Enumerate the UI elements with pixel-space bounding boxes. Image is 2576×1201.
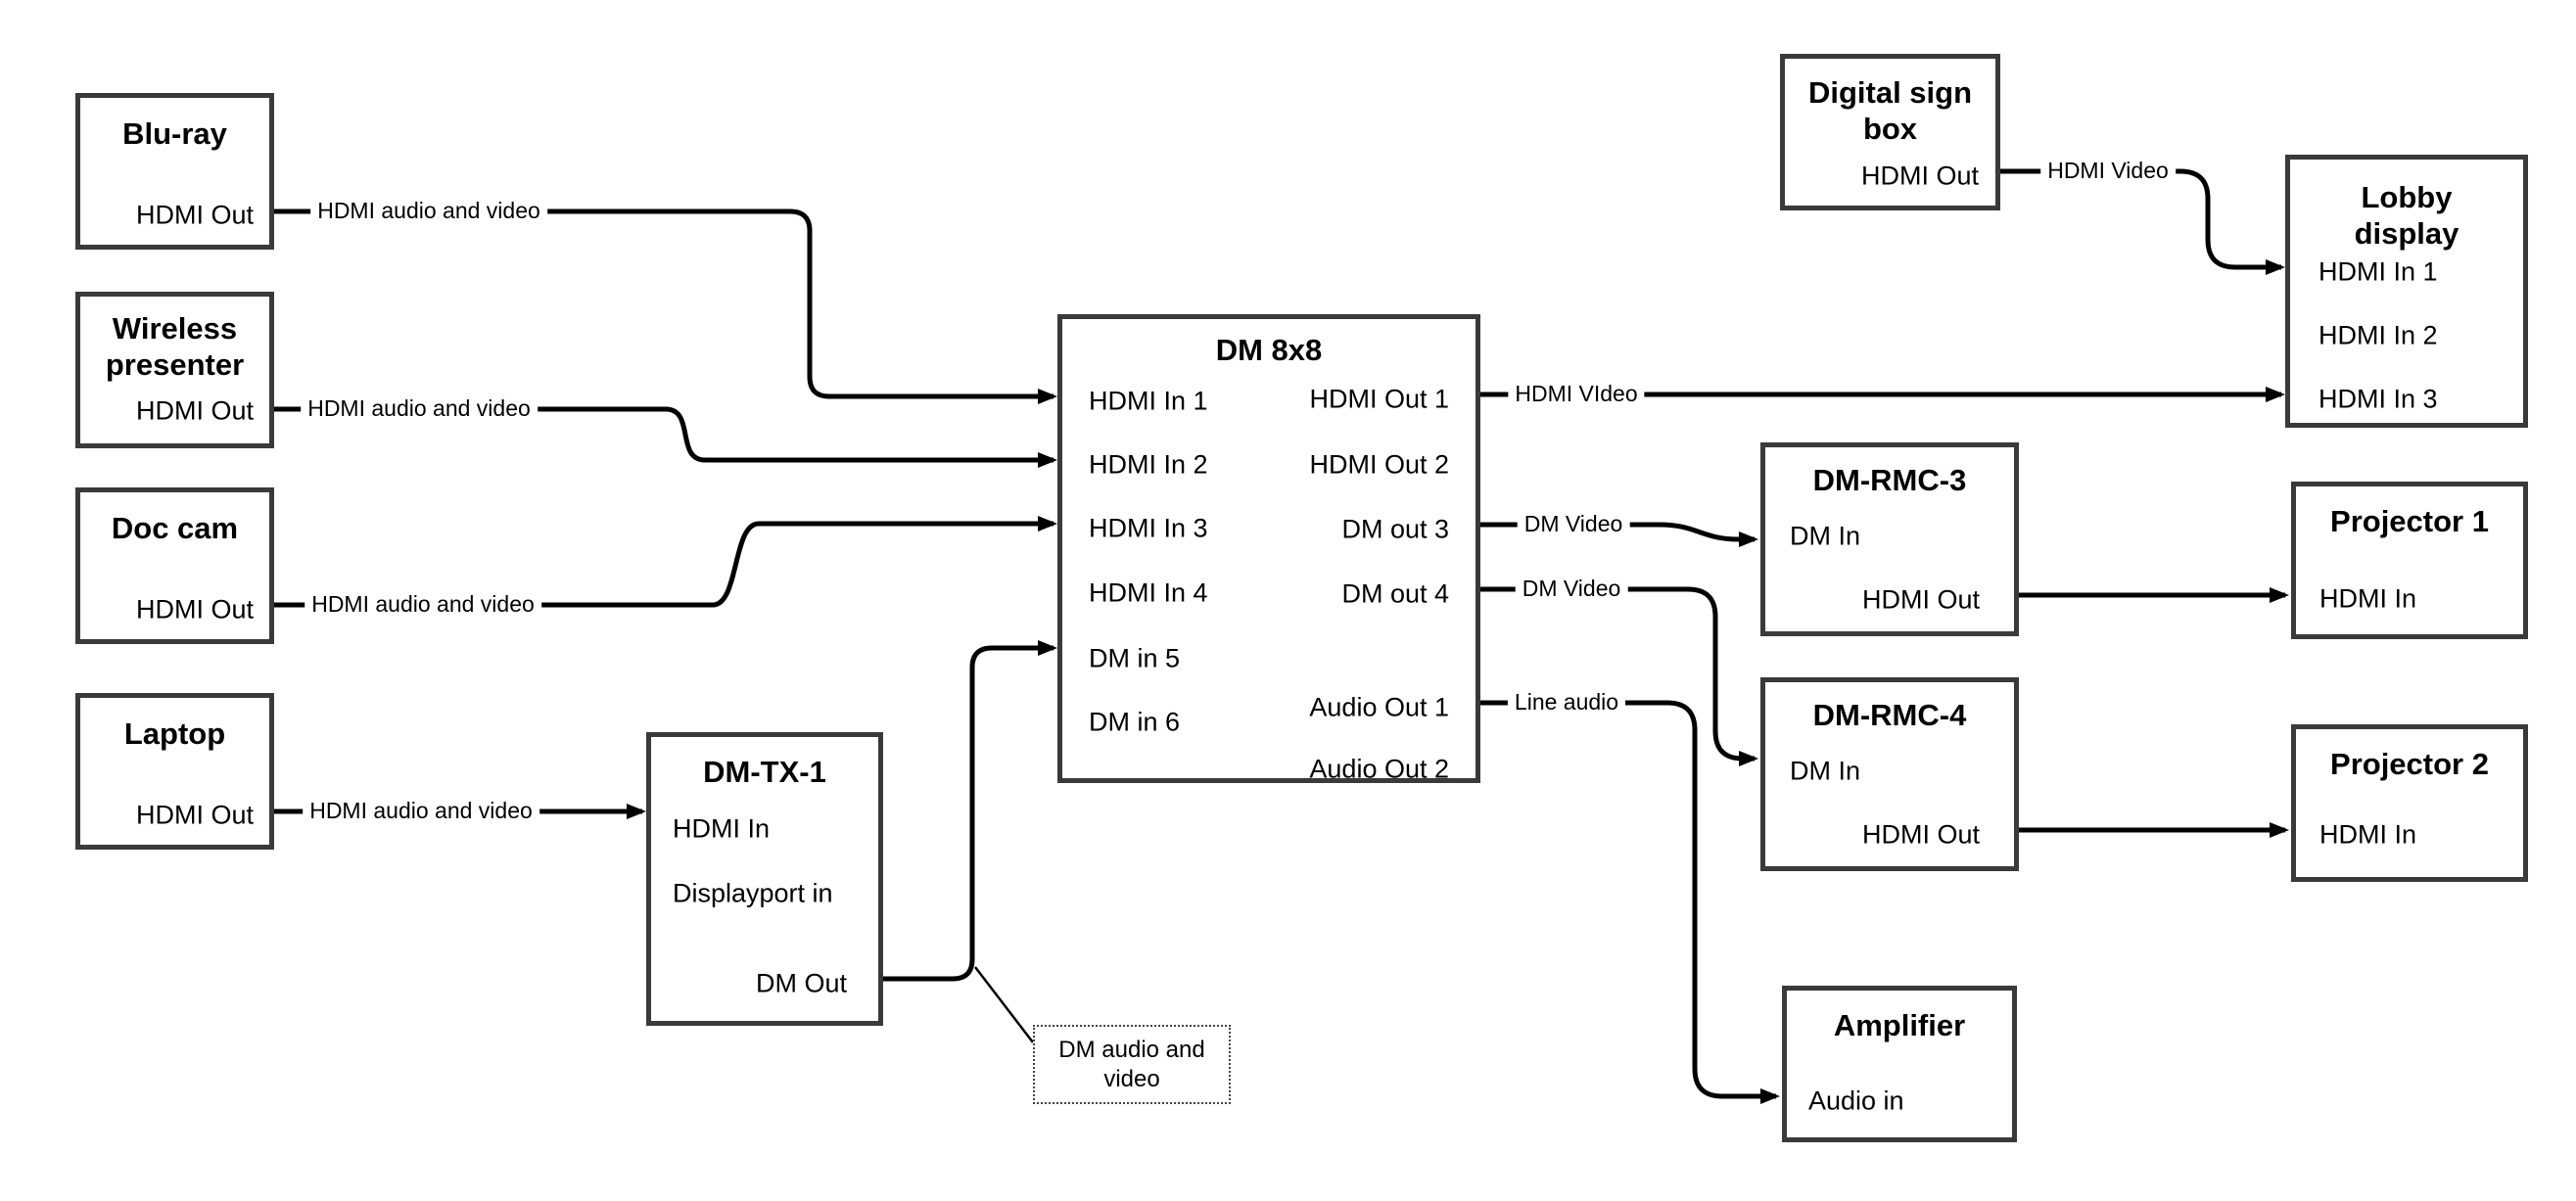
note-dm-audio-video: DM audio and video — [1033, 1025, 1231, 1104]
port-hdmi-out: HDMI Out — [1861, 584, 1980, 615]
port-hdmi-in-2: HDMI In 2 — [1089, 449, 1208, 480]
port-hdmi-in-1: HDMI In 1 — [1089, 386, 1208, 416]
wire-label-dm-video-out4: DM Video — [1515, 574, 1628, 605]
node-dm-8x8: DM 8x8 HDMI In 1 HDMI In 2 HDMI In 3 HDM… — [1057, 314, 1480, 783]
port-hdmi-out: HDMI Out — [135, 594, 254, 624]
port-dm-in: DM In — [1790, 756, 1861, 786]
port-hdmi-in: HDMI In — [2319, 583, 2417, 614]
node-dm-rmc-4: DM-RMC-4 DM In HDMI Out — [1760, 677, 2019, 871]
node-title: Wireless presenter — [105, 311, 245, 382]
wire-digisign-to-lobby-in1 — [2000, 168, 2285, 275]
node-projector-2: Projector 2 HDMI In — [2291, 724, 2528, 882]
port-hdmi-out-1: HDMI Out 1 — [1309, 384, 1449, 414]
wire-dm8x8-audio1-to-amplifier — [1480, 700, 1780, 1104]
wire-label-dm-video-out3: DM Video — [1517, 509, 1630, 540]
port-dm-out-3: DM out 3 — [1341, 514, 1449, 544]
note-callout-line — [974, 966, 1034, 1043]
wire-label-wireless-feed: HDMI audio and video — [301, 393, 538, 425]
node-amplifier: Amplifier Audio in — [1782, 986, 2017, 1142]
node-title: Laptop — [123, 716, 226, 751]
node-title: Projector 1 — [2330, 504, 2489, 538]
wire-dm8x8-out4-to-dmrmc4 — [1480, 586, 1758, 766]
wire-label-laptop-feed: HDMI audio and video — [303, 796, 539, 827]
port-hdmi-in-3: HDMI In 3 — [2318, 384, 2438, 414]
node-title: DM-RMC-4 — [1812, 698, 1967, 732]
node-title: DM-RMC-3 — [1812, 463, 1967, 497]
node-lobby-display: Lobby display HDMI In 1 HDMI In 2 HDMI I… — [2285, 155, 2528, 428]
port-audio-in: Audio in — [1808, 1086, 1904, 1116]
node-title: DM-TX-1 — [703, 755, 826, 789]
port-hdmi-in-4: HDMI In 4 — [1089, 577, 1208, 608]
node-projector-1: Projector 1 HDMI In — [2291, 482, 2528, 639]
wire-wireless-to-dm8x8-in2 — [274, 406, 1057, 468]
port-dm-out: DM Out — [755, 968, 847, 998]
port-hdmi-in-3: HDMI In 3 — [1089, 513, 1208, 543]
port-dm-out-4: DM out 4 — [1341, 578, 1449, 609]
port-displayport-in: Displayport in — [673, 878, 833, 908]
wire-dmtx1-dmout-to-dm8x8-in5 — [883, 640, 1057, 982]
node-title: Amplifier — [1833, 1008, 1966, 1042]
node-wireless-presenter: Wireless presenter HDMI Out — [75, 292, 274, 448]
wire-label-doccam-feed: HDMI audio and video — [304, 589, 541, 621]
port-dm-in-6: DM in 6 — [1089, 707, 1181, 737]
node-digital-sign-box: Digital sign box HDMI Out — [1780, 54, 2000, 210]
node-dm-tx-1: DM-TX-1 HDMI In Displayport in DM Out — [646, 732, 883, 1026]
node-title: DM 8x8 — [1215, 333, 1323, 367]
port-audio-out-2: Audio Out 2 — [1309, 754, 1449, 784]
wire-dm8x8-out3-to-dmrmc3 — [1480, 522, 1758, 547]
node-title: Projector 2 — [2330, 747, 2489, 781]
port-hdmi-out: HDMI Out — [135, 200, 254, 230]
node-title: Digital sign box — [1807, 75, 1973, 146]
port-hdmi-out: HDMI Out — [1861, 819, 1980, 850]
port-hdmi-in: HDMI In — [2319, 819, 2417, 850]
port-hdmi-out: HDMI Out — [1860, 161, 1979, 191]
wire-label-bluray-feed: HDMI audio and video — [310, 196, 547, 227]
node-laptop: Laptop HDMI Out — [75, 693, 274, 850]
port-audio-out-1: Audio Out 1 — [1309, 692, 1449, 722]
port-hdmi-out-2: HDMI Out 2 — [1309, 449, 1449, 480]
wire-label-digisign-feed: HDMI Video — [2040, 156, 2176, 187]
node-doc-cam: Doc cam HDMI Out — [75, 487, 274, 644]
port-hdmi-out: HDMI Out — [135, 800, 254, 830]
port-dm-in: DM In — [1790, 521, 1861, 551]
node-title: Lobby display — [2354, 180, 2459, 251]
node-dm-rmc-3: DM-RMC-3 DM In HDMI Out — [1760, 442, 2019, 636]
port-hdmi-out: HDMI Out — [135, 395, 254, 426]
port-hdmi-in-2: HDMI In 2 — [2318, 320, 2438, 350]
port-dm-in-5: DM in 5 — [1089, 643, 1181, 673]
wire-label-hdmi-video-out1: HDMI VIdeo — [1508, 379, 1645, 410]
node-title: Blu-ray — [122, 116, 227, 151]
wire-bluray-to-dm8x8-in1 — [274, 208, 1057, 404]
wire-doccam-to-dm8x8-in3 — [274, 516, 1057, 608]
port-hdmi-in-1: HDMI In 1 — [2318, 256, 2438, 287]
node-title: Doc cam — [111, 511, 239, 545]
node-blu-ray: Blu-ray HDMI Out — [75, 93, 274, 250]
port-hdmi-in: HDMI In — [673, 813, 771, 844]
wire-label-line-audio: Line audio — [1507, 687, 1626, 718]
